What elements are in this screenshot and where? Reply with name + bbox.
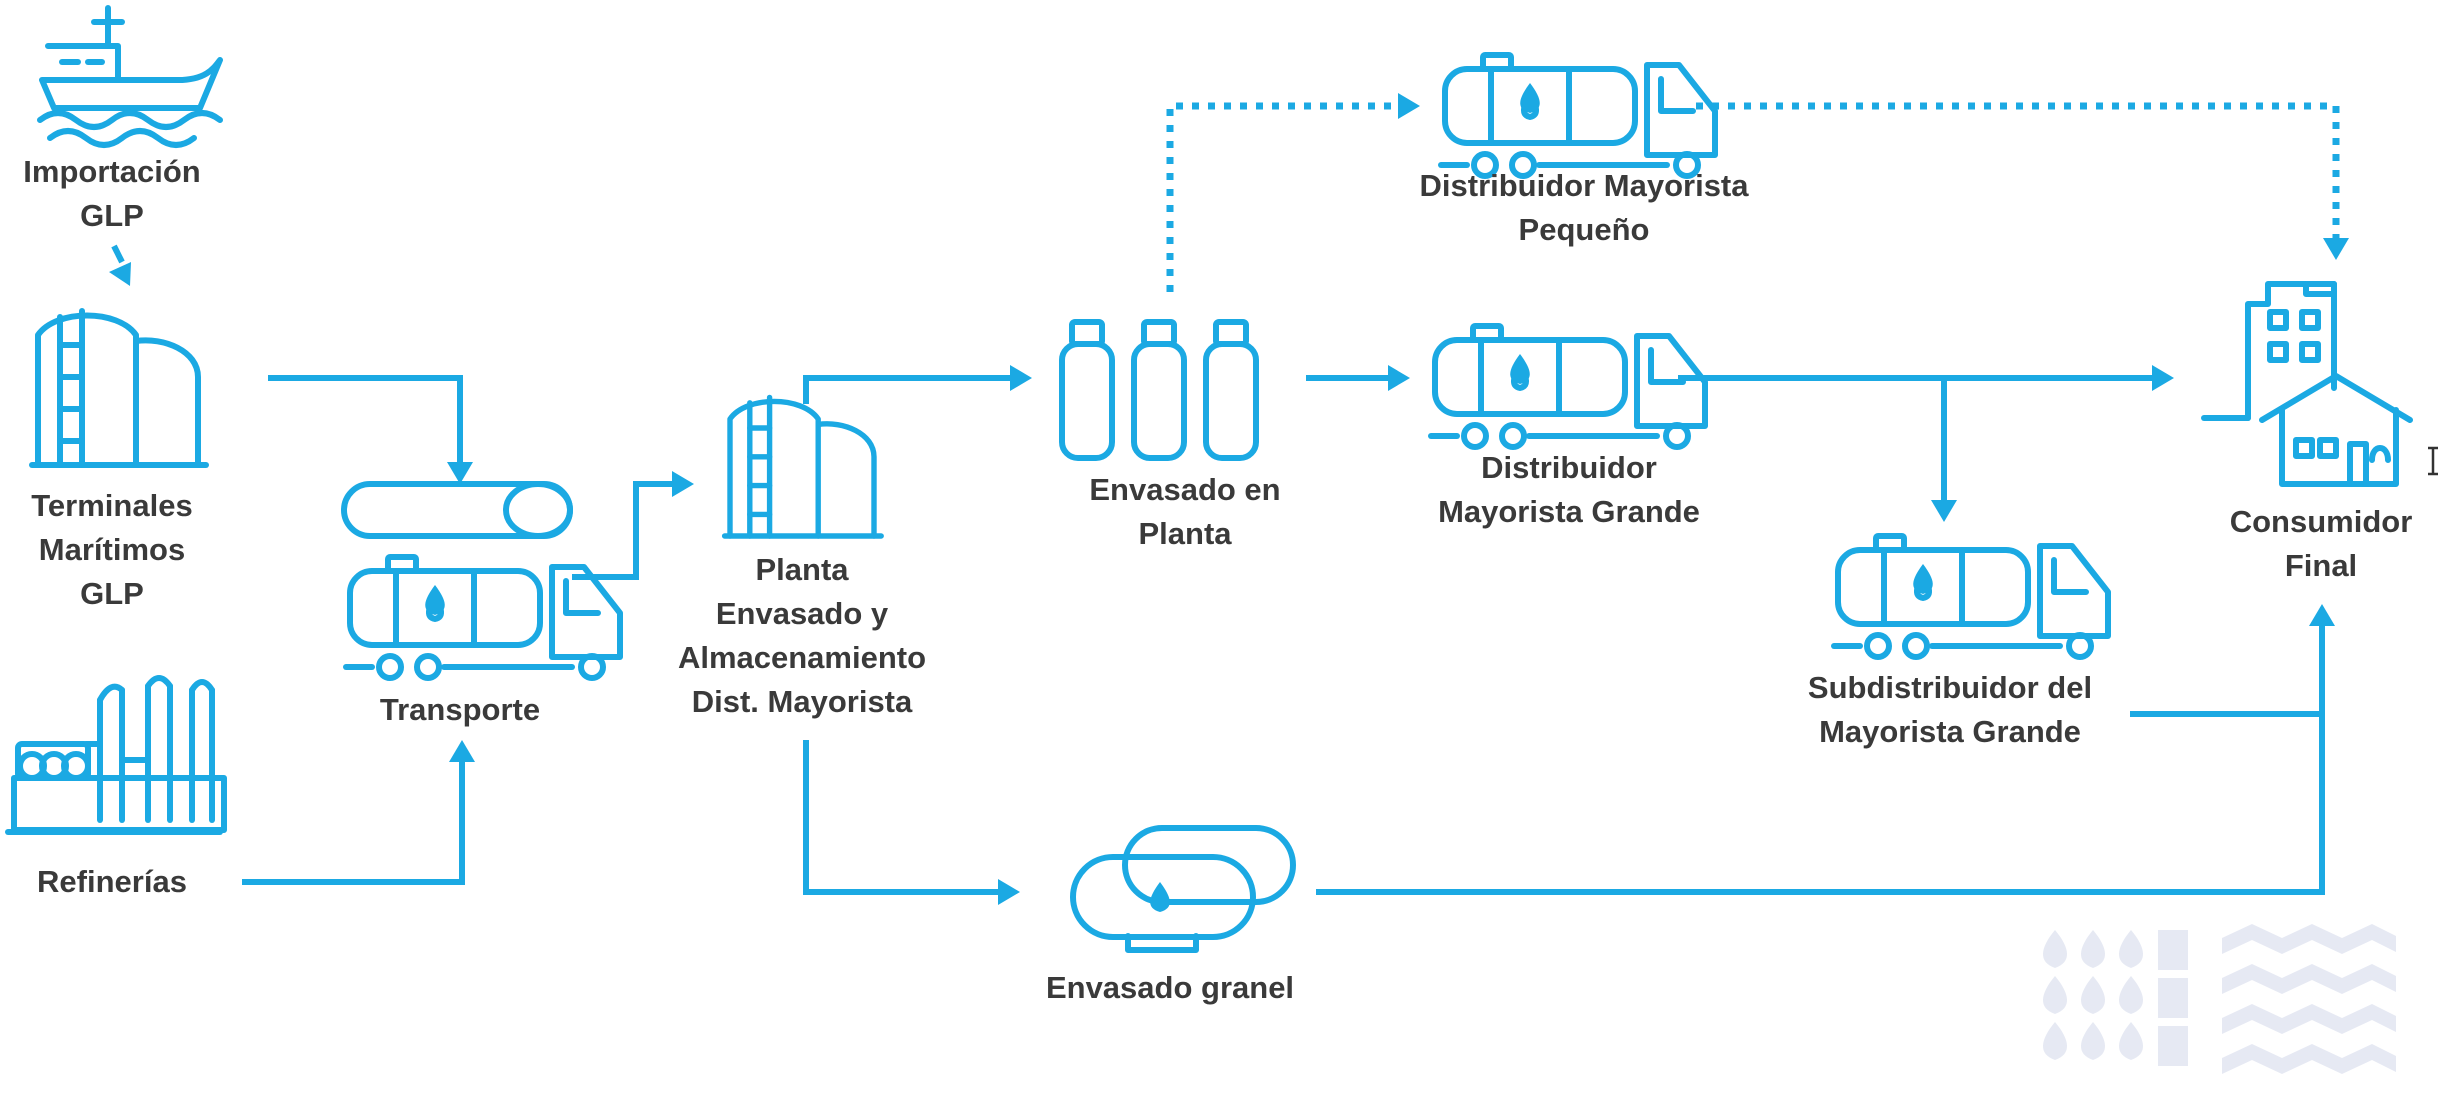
node-label-bulk: Envasado granel [1045,970,1295,1005]
flow-arrow [242,760,465,885]
ship-icon [37,5,223,148]
node-label-refineries: Refinerías [37,864,187,899]
gas-cylinders-icon [1062,322,1256,458]
flow-arrow-dotted [1696,102,2340,238]
tank-truck-icon [1834,536,2108,657]
flow-arrows [109,93,2349,905]
storage-tank-icon [725,397,882,536]
storage-tank-icon [32,311,206,465]
flow-arrow-dotted [1166,102,1394,292]
consumer-buildings-icon [2201,281,2413,487]
node-label-transport: Transporte [379,692,541,727]
tank-truck-icon [1431,326,1705,447]
flow-arrow [268,375,463,463]
tank-truck-icon [1441,55,1715,176]
bulk-tank-icon [1070,825,1296,953]
flow-arrow [1316,626,2325,895]
flow-arrow [803,740,998,895]
refinery-icon [5,675,227,835]
flow-arrow [572,481,672,580]
flow-arrow [803,375,1010,404]
flow-arrow [111,244,125,264]
pipeline-icon [341,481,573,539]
watermark-logo-icon [2042,924,2396,1074]
text-cursor-icon [2428,446,2438,476]
